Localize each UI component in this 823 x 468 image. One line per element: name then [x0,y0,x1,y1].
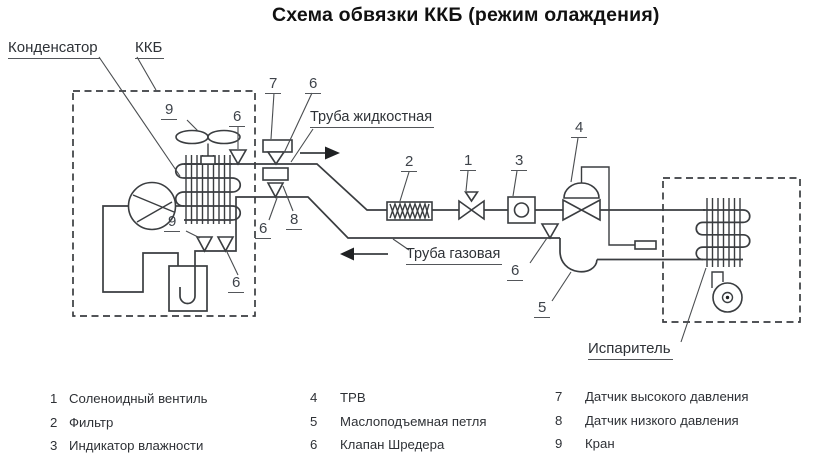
legend-item: 5 Маслоподъемная петля [310,414,487,438]
liquid-pipe-label: Труба жидкостная [310,109,435,129]
legend-item-number: 2 [50,414,58,430]
evaporator-unit-box [662,177,801,323]
legend-item: 9 Кран [555,436,749,460]
txv-valve [562,166,657,250]
high-pressure-sensor [262,139,293,166]
schrader-valve-icon [228,149,248,166]
schrader-valve-icon [540,223,560,240]
legend-item-number: 1 [50,391,58,406]
legend-item-number: 6 [310,437,318,452]
legend-column-1: 1 Соленоидный вентиль 2 Фильтр 3 Индикатор вл… [50,391,208,462]
callout-3-indicator: 3 [511,153,528,171]
callout-6-receiver: 6 [228,275,245,293]
legend-item: 4 ТРВ [310,390,487,414]
legend-column-2: 4 ТРВ 5 Маслоподъемная петля 6 Клапан Шредера [310,390,487,461]
liquid-flow-arrow [300,146,340,160]
legend-item-number: 7 [555,389,563,404]
diagram-canvas [72,56,801,343]
legend-item-label: Датчик низкого давления [585,412,739,428]
legend-item-label: Соленоидный вентиль [69,391,208,406]
legend-item: 8 Датчик низкого давления [555,413,749,437]
callout-5-loop: 5 [534,300,551,318]
txv-bulb [634,240,657,250]
legend-column-3: 7 Датчик высокого давления 8 Датчик низкого… [555,389,749,460]
legend-item-number: 3 [50,438,58,453]
condenser-fan [175,129,241,165]
unit-label: ККБ [135,40,165,59]
legend-item-label: Датчик высокого давления [585,389,749,404]
callout-6-liquid-out: 6 [305,76,322,94]
compressor [127,181,177,231]
legend-item-label: Индикатор влажности [69,438,204,453]
leader-lines [98,56,707,343]
legend-item-number: 9 [555,436,563,451]
legend-item: 2 Фильтр [50,415,208,439]
legend-item-label: Клапан Шредера [340,437,445,452]
evaporator-coil [695,198,751,267]
gas-flow-arrow [340,247,388,261]
condenser-unit-box [72,90,256,317]
legend-item-label: Маслоподъемная петля [340,413,487,429]
callout-6-lp: 6 [255,221,272,239]
solenoid-valve [458,191,485,221]
low-pressure-sensor [262,167,289,199]
callout-4-txv: 4 [571,120,588,138]
legend-item: 3 Индикатор влажности [50,438,208,462]
gas-pipe-label: Труба газовая [406,246,503,266]
legend-item-number: 8 [555,412,563,428]
schrader-valve-icon [216,236,235,253]
filter [386,201,433,221]
legend-item-number: 5 [310,413,318,429]
legend-item-label: Кран [585,436,615,451]
legend-item: 6 Клапан Шредера [310,437,487,461]
callout-6-liquid-in: 6 [229,109,246,127]
callout-6-gas: 6 [507,263,524,281]
crane-valve-icon [195,236,214,253]
legend-item-number: 4 [310,390,318,405]
oil-lift-loop [559,238,598,273]
evaporator-fan [711,271,743,313]
callout-9-fan: 9 [161,102,178,120]
callout-7-hp-sensor: 7 [265,76,282,94]
pipes [102,163,705,305]
moisture-indicator [507,196,536,224]
condenser-coil [174,155,242,224]
condenser-label: Конденсатор [8,40,100,59]
legend-item-label: ТРВ [340,390,366,405]
callout-8-lp-sensor: 8 [286,212,303,230]
legend-item-label: Фильтр [69,414,114,430]
page-title: Схема обвязки ККБ (режим олаждения) [272,4,660,26]
receiver-vessel [168,265,208,312]
evaporator-label: Испаритель [588,341,673,360]
legend-item: 7 Датчик высокого давления [555,389,749,413]
callout-2-filter: 2 [401,154,418,172]
callout-1-solenoid: 1 [460,153,477,171]
legend-item: 1 Соленоидный вентиль [50,391,208,415]
callout-9-crane: 9 [164,214,181,232]
